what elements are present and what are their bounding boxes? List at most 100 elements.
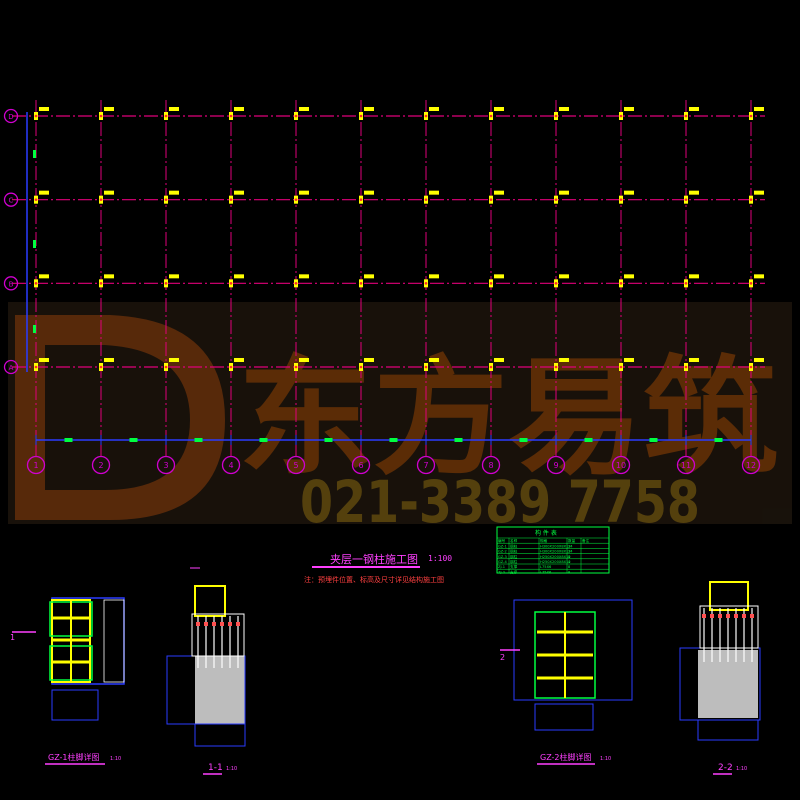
plan-title-block: 夹层一钢柱施工图 1:100 注：预埋件位置、标高及尺寸详见结构施工图 [304,552,452,584]
detail-section-1: 1-1 1:10 [166,567,246,775]
column-tag [39,190,49,195]
column-center-mark [359,198,363,201]
dimension-value-bottom [129,438,138,442]
cut-marker-2: 2 [500,653,505,662]
axis-label-column: 9 [553,461,558,470]
column-tag [494,274,504,279]
column-tag [689,358,699,362]
column-center-mark [164,114,168,118]
dimension-tick-left [33,150,36,158]
column-tag [234,107,244,111]
table-cell: H300X200X8X12 [540,550,571,554]
detail-plan-2-bottom [534,703,594,731]
anchor-nut [726,614,730,618]
column-tag [169,107,179,111]
column-center-mark [684,365,688,369]
table-cell: H250X200X8X12 [540,555,571,559]
section-1-scale: 1:10 [226,766,237,772]
column-tag [689,190,699,195]
column-tag [39,358,49,362]
table-cell: 支撑 [510,564,518,569]
axis-bubble-column [221,455,241,475]
table-cell: H250X200X8X12 [540,560,571,564]
axis-bubble-row [3,192,19,207]
column-tag [39,107,49,111]
column-center-mark [619,114,623,118]
column-center-mark [99,114,103,118]
table-cell: GZ-3 [498,555,507,559]
column-stub-1 [194,585,226,617]
column-tag [494,358,504,362]
column-tag [39,274,49,279]
column-stub-2 [709,581,749,611]
column-tag [754,358,764,362]
axis-bubble-column [481,455,501,475]
column-tag [429,107,439,111]
column-center-mark [489,282,493,285]
column-tag [169,358,179,362]
table-cell: GZ-1 [498,544,507,548]
column-center-mark [619,282,623,285]
column-center-mark [294,282,298,285]
dimension-tick-left [33,240,36,248]
dimension-value-bottom [194,438,203,442]
column-center-mark [619,198,623,201]
axis-bubble-column [546,455,566,475]
anchor-nut [204,622,208,626]
table-frame [496,526,610,574]
column-tag [429,190,439,195]
axis-label-column: 7 [423,461,428,470]
axis-label-row: D [8,113,13,121]
column-center-mark [424,198,428,201]
column-tag [429,274,439,279]
table-cell: 8 [568,555,571,559]
section-1-bottom-box [194,723,246,747]
anchor-bolts-2 [702,608,754,662]
column-center-mark [489,198,493,201]
axis-label-column: 8 [488,461,493,470]
section-2-title: 2-2 [718,763,733,773]
anchor-nut [718,614,722,618]
column-tag [754,274,764,279]
table-cell: ZJ-1 [498,565,505,569]
column-center-mark [619,365,623,369]
column-center-mark [229,198,233,201]
column-center-mark [229,282,233,285]
axis-bubble-column [676,455,696,475]
dim-strip-1 [103,599,125,683]
axis-bubble-column [156,455,176,475]
table-header-cell: 备注 [582,538,590,543]
table-cell: 8 [568,570,571,574]
detail-plan-1: 1 GZ-1柱脚详图 1:10 [10,597,125,765]
column-center-mark [164,198,168,201]
dimension-value-bottom [64,438,73,442]
column-tag [299,190,309,195]
watermark: 东方易筑 021-3389 7758 [8,302,792,536]
column-tag [689,274,699,279]
dimension-value-bottom [649,438,658,442]
foundation-1 [195,656,245,724]
column-center-mark [229,365,233,369]
table-cell: 8 [568,565,571,569]
column-tag [364,190,374,195]
column-tag [234,190,244,195]
detail-section-2: 2-2 1:10 [679,581,761,775]
axis-bubble-row [3,276,19,291]
axis-bubble-column [416,455,436,475]
detail-plan-1-title: GZ-1柱脚详图 [48,752,100,762]
plan-title: 夹层一钢柱施工图 [330,552,418,566]
column-center-mark [99,282,103,285]
dimension-value-bottom [584,438,593,442]
table-header-cell: 名称 [510,538,518,543]
dimension-value-bottom [389,438,398,442]
table-cell: L75X6 [540,565,552,569]
anchor-nut [742,614,746,618]
plan-note: 注：预埋件位置、标高及尺寸详见结构施工图 [304,575,444,584]
column-tag [624,274,634,279]
cut-marker-1: 1 [10,633,15,642]
column-tag [429,358,439,362]
column-center-mark [294,114,298,118]
